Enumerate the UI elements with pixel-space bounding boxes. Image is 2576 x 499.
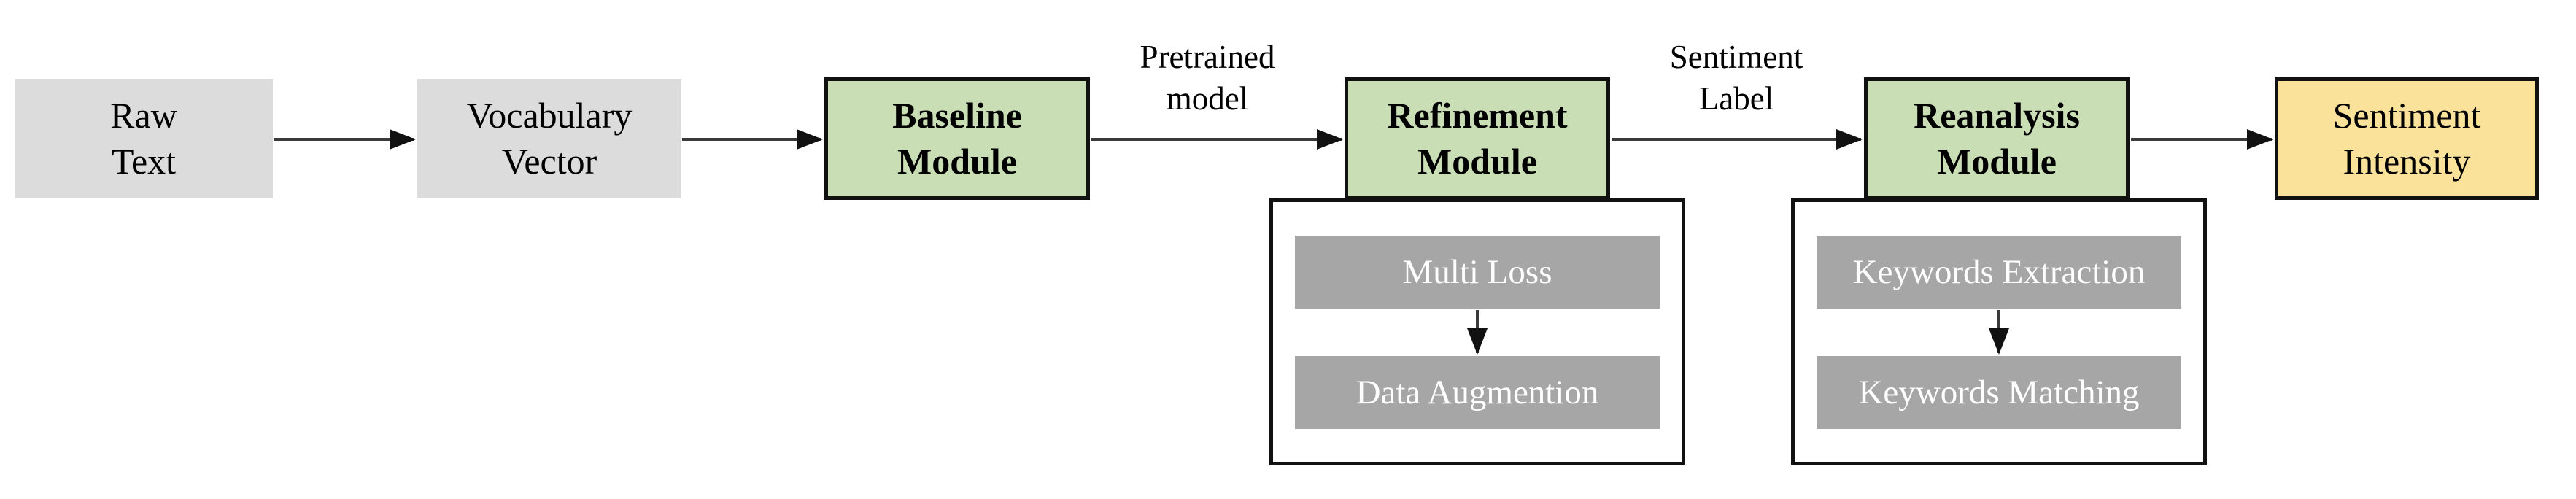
edge-label-pretrained-model: Pretrained model: [1076, 36, 1339, 120]
node-baseline-module: Baseline Module: [824, 77, 1090, 200]
step-keywords-matching: Keywords Matching: [1817, 356, 2181, 429]
node-sentiment-intensity: Sentiment Intensity: [2275, 77, 2539, 200]
node-reanalysis-module: Reanalysis Module: [1864, 77, 2130, 200]
step-keywords-extraction: Keywords Extraction: [1817, 236, 2181, 309]
node-reanalysis-module-line2: Module: [1937, 141, 2057, 182]
node-vocabulary-vector-line1: Vocabulary: [466, 95, 633, 136]
node-sentiment-intensity-line2: Intensity: [2343, 141, 2471, 182]
node-sentiment-intensity-line1: Sentiment: [2332, 95, 2481, 136]
node-raw-text-line2: Text: [111, 141, 177, 182]
node-baseline-module-line2: Module: [897, 141, 1017, 182]
edge-label-sentiment-label-line1: Sentiment: [1669, 39, 1803, 75]
node-baseline-module-line1: Baseline: [892, 95, 1022, 136]
node-raw-text-line1: Raw: [110, 95, 177, 136]
step-multi-loss: Multi Loss: [1295, 236, 1660, 309]
node-reanalysis-module-line1: Reanalysis: [1914, 95, 2080, 136]
node-refinement-module: Refinement Module: [1345, 77, 1610, 200]
node-refinement-module-line2: Module: [1417, 141, 1537, 182]
node-refinement-module-line1: Refinement: [1387, 95, 1568, 136]
node-vocabulary-vector: Vocabulary Vector: [417, 79, 681, 198]
edge-label-pretrained-model-line1: Pretrained: [1140, 39, 1275, 75]
node-vocabulary-vector-line2: Vector: [501, 141, 597, 182]
edge-label-sentiment-label-line2: Label: [1698, 80, 1774, 117]
step-data-augmention: Data Augmention: [1295, 356, 1660, 429]
node-raw-text: Raw Text: [15, 79, 273, 198]
edge-label-sentiment-label: Sentiment Label: [1605, 36, 1868, 120]
edge-label-pretrained-model-line2: model: [1166, 80, 1249, 117]
